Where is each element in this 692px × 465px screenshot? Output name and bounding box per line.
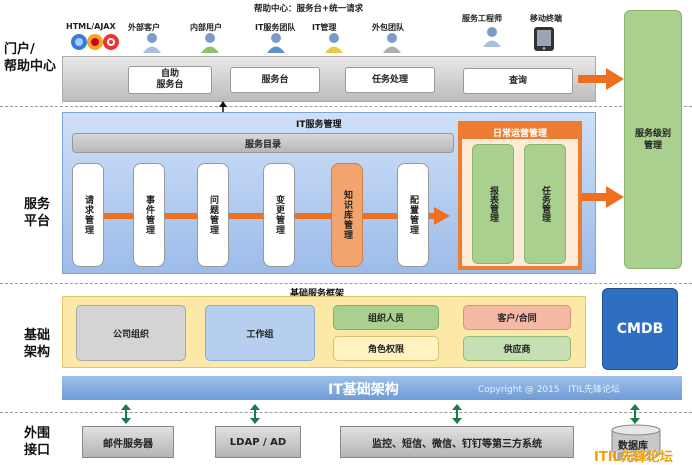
- layer-label-portal: 门户/ 帮助中心: [4, 42, 57, 74]
- ext-arrow-database: [630, 404, 640, 424]
- user-label-external-customer: 外部客户: [128, 23, 160, 32]
- self-service-button[interactable]: 自助 服务台: [128, 66, 212, 94]
- database-cylinder-icon: [610, 424, 662, 462]
- process-request-management: 请求管理: [72, 163, 104, 267]
- service-desk-button[interactable]: 服务台: [230, 67, 320, 93]
- outsource-team-icon: [382, 32, 402, 54]
- ext-arrow-monitor: [452, 404, 462, 424]
- role-permission-box: 角色权限: [333, 336, 439, 361]
- process-incident-management: 事件管理: [133, 163, 165, 267]
- user-label-it-management: IT管理: [312, 23, 337, 32]
- process-configuration-management: 配置管理: [397, 163, 429, 267]
- ext-arrow-ldap: [250, 404, 260, 424]
- user-label-it-service-team: IT服务团队: [255, 23, 296, 32]
- task-processing-button[interactable]: 任务处理: [345, 67, 435, 93]
- platform-to-sla-arrow: [582, 186, 624, 208]
- internal-user-icon: [200, 32, 220, 54]
- ldap-ad-box: LDAP / AD: [215, 426, 301, 458]
- process-change-management: 变更管理: [263, 163, 295, 267]
- it-infrastructure-bar: [62, 376, 682, 400]
- query-button[interactable]: 查询: [463, 68, 573, 94]
- company-org-box: 公司组织: [76, 305, 186, 361]
- layer-label-base: 基础 架构: [24, 328, 51, 360]
- portal-to-sla-arrow: [578, 68, 624, 90]
- external-customer-icon: [142, 32, 162, 54]
- user-label-service-engineer: 服务工程师: [462, 14, 502, 23]
- org-staff-box: 组织人员: [333, 305, 439, 330]
- user-label-mobile-terminal: 移动终端: [530, 14, 562, 23]
- workgroup-box: 工作组: [205, 305, 315, 361]
- mail-server-box: 邮件服务器: [82, 426, 174, 458]
- user-label-html-ajax: HTML/AJAX: [66, 22, 116, 31]
- process-problem-management: 问题管理: [197, 163, 229, 267]
- separator-portal: [0, 106, 692, 107]
- ext-arrow-mail: [121, 404, 131, 424]
- it-management-icon: [324, 32, 344, 54]
- service-level-management: 服务级别管理: [624, 10, 682, 269]
- service-catalog-bar: 服务目录: [72, 133, 454, 153]
- layer-label-platform: 服务 平台: [24, 197, 51, 229]
- framework-title: 基础服务框架: [290, 289, 345, 299]
- browser-icons: [70, 32, 126, 52]
- third-party-systems-box: 监控、短信、微信、钉钉等第三方系统: [340, 426, 574, 458]
- report-management-card: 报表管理: [472, 144, 514, 264]
- platform-title: IT服务管理: [296, 120, 342, 130]
- copyright-text: Copyright @ 2015 ITIL先锋论坛: [478, 385, 621, 395]
- daily-operations-title: 日常运营管理: [462, 125, 578, 139]
- process-knowledge-management: 知识库管理: [331, 163, 363, 267]
- database-label: 数据库: [618, 441, 648, 452]
- supplier-box: 供应商: [463, 336, 571, 361]
- service-engineer-icon: [482, 26, 502, 48]
- task-management-card: 任务管理: [524, 144, 566, 264]
- forum-watermark: ITIL先锋论坛: [594, 450, 673, 465]
- layer-label-external: 外围 接口: [24, 426, 51, 458]
- separator-platform: [0, 283, 692, 284]
- user-label-internal-user: 内部用户: [190, 23, 222, 32]
- separator-base: [0, 412, 692, 413]
- user-label-outsource-team: 外包团队: [372, 23, 404, 32]
- mobile-terminal-icon: [531, 26, 557, 52]
- customer-contract-box: 客户/合同: [463, 305, 571, 330]
- process-flow-arrowhead: [434, 207, 450, 225]
- it-service-team-icon: [266, 32, 286, 54]
- cmdb-box: CMDB: [602, 288, 678, 370]
- it-infrastructure-title: IT基础架构: [328, 382, 399, 398]
- help-center-label: 帮助中心：服务台+统一请求: [254, 4, 364, 14]
